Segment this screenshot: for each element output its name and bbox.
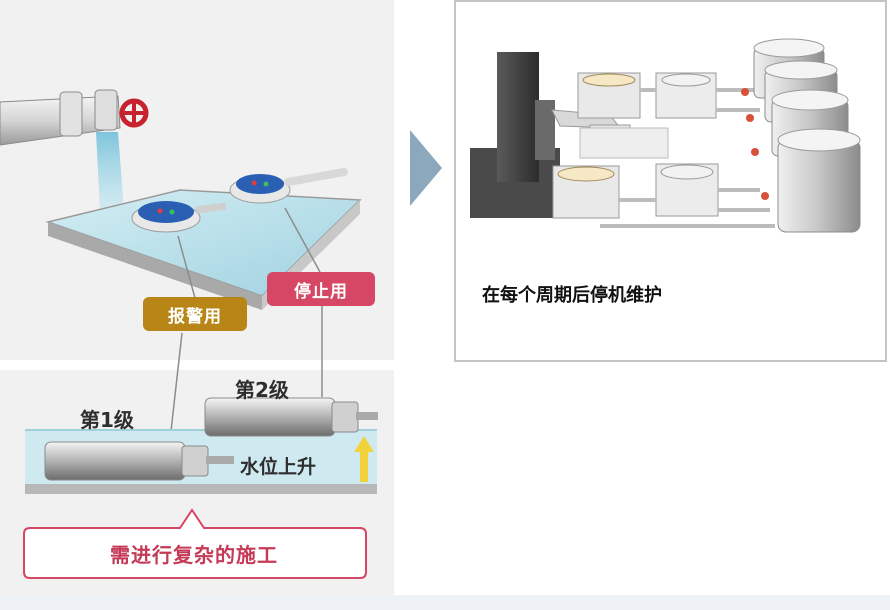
stop-label: 停止用 bbox=[267, 272, 375, 306]
chevron-right-icon bbox=[410, 130, 442, 206]
water-rise-label: 水位上升 bbox=[240, 456, 317, 478]
plant-diagram bbox=[470, 38, 861, 233]
tray-illustration bbox=[0, 89, 362, 310]
float-switch-icon bbox=[229, 168, 348, 204]
level-illustration bbox=[23, 306, 378, 579]
right-caption: 在每个周期后停机维护 bbox=[482, 285, 662, 306]
panel-separator bbox=[0, 360, 394, 370]
level1-label: 第1级 bbox=[80, 408, 134, 432]
bottom-strip bbox=[0, 595, 890, 610]
float-switch-icon bbox=[131, 201, 227, 233]
level2-label: 第2级 bbox=[235, 378, 289, 402]
valve-icon bbox=[119, 98, 149, 128]
up-arrow-icon bbox=[354, 436, 374, 482]
callout-text: 需进行复杂的施工 bbox=[110, 542, 278, 567]
alarm-label: 报警用 bbox=[143, 297, 247, 331]
